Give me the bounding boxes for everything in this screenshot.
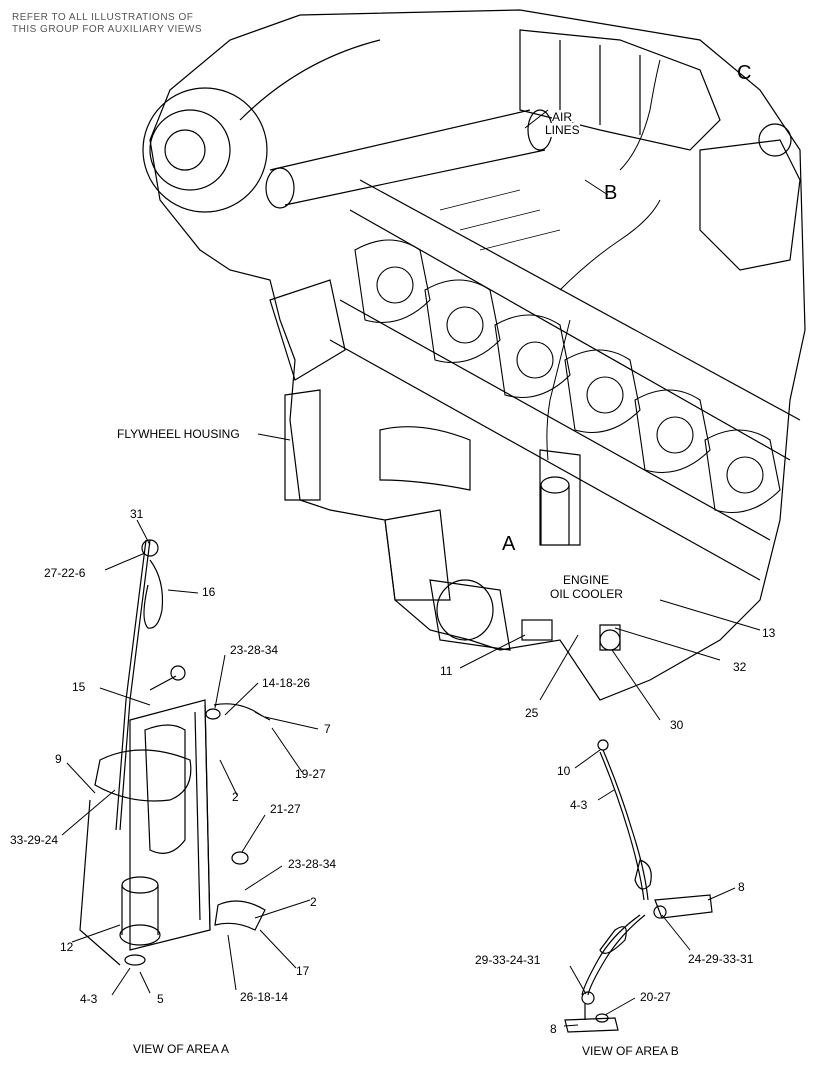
view-a-part-27-22-6: 27-22-6	[44, 566, 86, 580]
view-b-drawing	[564, 739, 713, 1033]
view-a-part-15: 15	[72, 680, 86, 694]
view-a-part-31: 31	[130, 507, 144, 521]
view-a-part-21-27: 21-27	[270, 802, 301, 816]
view-a-drawing	[79, 539, 271, 966]
main-leaders	[257, 109, 761, 721]
view-b-part-8-low: 8	[550, 1022, 557, 1036]
view-b-leaders	[563, 749, 736, 1027]
part-13: 13	[762, 626, 776, 640]
engine-oil-cooler-label-2: OIL COOLER	[550, 587, 623, 601]
area-letter-c: C	[737, 62, 752, 84]
view-a-part-23-28-34-low: 23-28-34	[288, 857, 337, 871]
view-a-part-9: 9	[55, 752, 62, 766]
view-a-leaders	[61, 519, 319, 996]
view-b-part-29-33-24-31: 29-33-24-31	[475, 953, 541, 967]
view-a-part-7: 7	[324, 722, 331, 736]
part-30: 30	[670, 718, 684, 732]
part-32: 32	[733, 660, 747, 674]
view-b-caption: VIEW OF AREA B	[582, 1044, 679, 1058]
header-note-line-2: THIS GROUP FOR AUXILIARY VIEWS	[12, 24, 203, 35]
view-a-part-4-3: 4-3	[80, 992, 98, 1006]
view-a-part-5: 5	[157, 992, 164, 1006]
area-letter-b: B	[604, 182, 618, 204]
view-a-part-23-28-34-top: 23-28-34	[230, 643, 279, 657]
view-b-part-24-29-33-31: 24-29-33-31	[688, 952, 754, 966]
area-letter-a: A	[502, 533, 516, 555]
view-b-part-8-top: 8	[738, 880, 745, 894]
view-a-part-17: 17	[296, 964, 310, 978]
engine-oil-cooler-label-1: ENGINE	[563, 573, 610, 587]
view-a-part-16: 16	[202, 585, 216, 599]
flywheel-housing-label: FLYWHEEL HOUSING	[117, 427, 240, 441]
view-a-part-2-top: 2	[232, 790, 239, 804]
view-a-part-2-low: 2	[310, 895, 317, 909]
view-a-part-19-27: 19-27	[295, 767, 326, 781]
air-lines-label-2: LINES	[545, 123, 580, 137]
view-a-part-33-29-24: 33-29-24	[10, 833, 59, 847]
view-b-part-10: 10	[557, 764, 571, 778]
view-a-part-14-18-26: 14-18-26	[262, 676, 311, 690]
view-b-part-20-27: 20-27	[640, 990, 671, 1004]
air-lines-label-1: AIR	[552, 110, 573, 124]
part-25: 25	[525, 706, 539, 720]
part-11: 11	[440, 664, 453, 678]
view-a-caption: VIEW OF AREA A	[133, 1042, 230, 1056]
header-note-line-1: REFER TO ALL ILLUSTRATIONS OF	[12, 12, 194, 23]
view-a-part-12: 12	[60, 940, 74, 954]
engine-block	[142, 9, 806, 701]
view-a-part-26-18-14: 26-18-14	[240, 990, 289, 1004]
view-b-part-4-3: 4-3	[570, 798, 588, 812]
